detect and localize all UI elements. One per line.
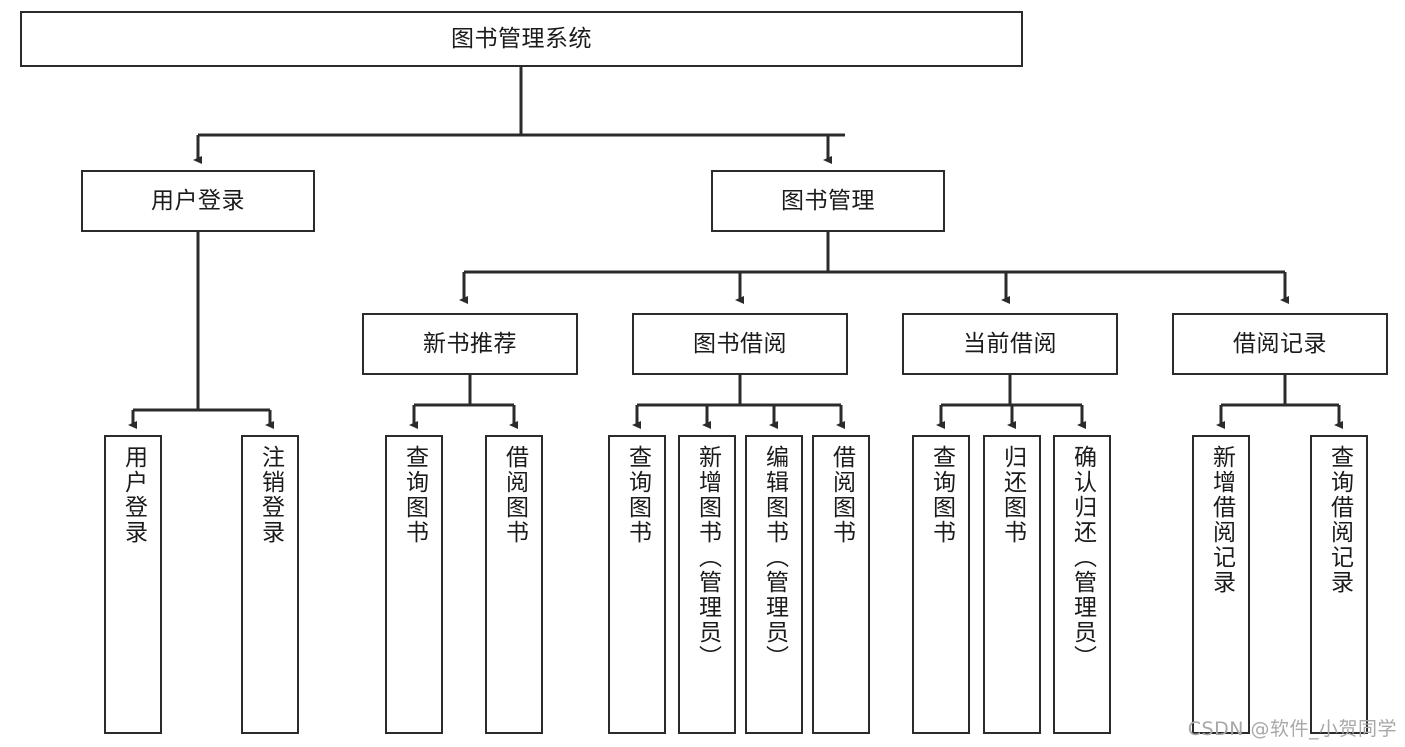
leaf-bb-borrow-book[interactable]: 借阅图书: [812, 435, 870, 734]
node-current-borrow[interactable]: 当前借阅: [902, 313, 1118, 375]
leaf-user-login[interactable]: 用户登录: [104, 435, 162, 734]
leaf-br-query-record-label: 查询借阅记录: [1326, 445, 1353, 595]
node-current-borrow-label: 当前借阅: [963, 330, 1057, 357]
leaf-cb-query-book[interactable]: 查询图书: [912, 435, 970, 734]
leaf-br-add-record[interactable]: 新增借阅记录: [1192, 435, 1250, 734]
leaf-br-query-record[interactable]: 查询借阅记录: [1310, 435, 1368, 734]
node-book-management-label: 图书管理: [781, 187, 875, 214]
node-new-book-recommend[interactable]: 新书推荐: [362, 313, 578, 375]
leaf-nbr-query-book[interactable]: 查询图书: [385, 435, 443, 734]
leaf-bb-add-book-admin-label: 新增图书（管理员）: [694, 445, 721, 670]
leaf-bb-borrow-book-label: 借阅图书: [828, 445, 855, 545]
leaf-cb-confirm-return-admin[interactable]: 确认归还（管理员）: [1053, 435, 1111, 734]
leaf-nbr-borrow-book[interactable]: 借阅图书: [485, 435, 543, 734]
leaf-br-add-record-label: 新增借阅记录: [1208, 445, 1235, 595]
leaf-user-login-label: 用户登录: [120, 445, 147, 545]
leaf-bb-add-book-admin[interactable]: 新增图书（管理员）: [678, 435, 736, 734]
node-root[interactable]: 图书管理系统: [20, 11, 1023, 67]
node-user-login-label: 用户登录: [151, 187, 245, 214]
leaf-bb-query-book[interactable]: 查询图书: [608, 435, 666, 734]
node-book-management[interactable]: 图书管理: [711, 170, 945, 232]
leaf-cb-confirm-return-admin-label: 确认归还（管理员）: [1069, 445, 1096, 670]
leaf-nbr-borrow-book-label: 借阅图书: [501, 445, 528, 545]
node-borrow-record[interactable]: 借阅记录: [1172, 313, 1388, 375]
leaf-bb-query-book-label: 查询图书: [624, 445, 651, 545]
leaf-cb-query-book-label: 查询图书: [928, 445, 955, 545]
node-book-borrow-label: 图书借阅: [693, 330, 787, 357]
node-root-label: 图书管理系统: [451, 25, 592, 52]
leaf-bb-edit-book-admin-label: 编辑图书（管理员）: [761, 445, 788, 670]
leaf-logout[interactable]: 注销登录: [241, 435, 299, 734]
leaf-bb-edit-book-admin[interactable]: 编辑图书（管理员）: [745, 435, 803, 734]
leaf-logout-label: 注销登录: [257, 445, 284, 545]
leaf-cb-return-book[interactable]: 归还图书: [983, 435, 1041, 734]
node-new-book-recommend-label: 新书推荐: [423, 330, 517, 357]
watermark-text: CSDN @软件_小贺同学: [1187, 718, 1397, 740]
node-user-login[interactable]: 用户登录: [81, 170, 315, 232]
leaf-nbr-query-book-label: 查询图书: [401, 445, 428, 545]
node-book-borrow[interactable]: 图书借阅: [632, 313, 848, 375]
node-borrow-record-label: 借阅记录: [1233, 330, 1327, 357]
leaf-cb-return-book-label: 归还图书: [999, 445, 1026, 545]
